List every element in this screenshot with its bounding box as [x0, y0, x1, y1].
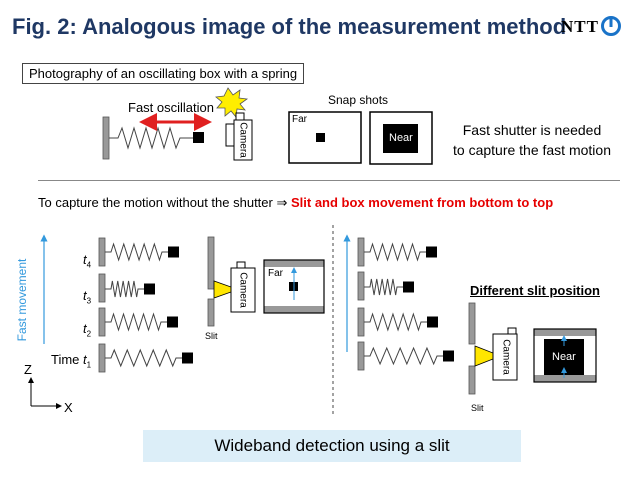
- left-slit-icon: [207, 236, 232, 327]
- left-spring-icon-4: [105, 242, 168, 262]
- t4-label: t4: [83, 252, 92, 270]
- section-separator: [38, 180, 620, 181]
- left-camera-icon: [230, 261, 256, 313]
- caption-box: Wideband detection using a slit: [143, 430, 521, 462]
- top-section-label: Photography of an oscillating box with a…: [22, 63, 305, 84]
- capture-highlight: Slit and box movement from bottom to top: [290, 195, 554, 210]
- right-spring-icon-2: [364, 312, 427, 332]
- left-wall-icon-1: [98, 343, 106, 373]
- capture-statement: To capture the motion without the shutte…: [38, 195, 553, 211]
- left-camera-label: Camera: [237, 272, 249, 308]
- right-camera-label: Camera: [500, 339, 512, 375]
- left-spring-icon-2: [105, 312, 167, 332]
- right-near-frame: [533, 328, 597, 383]
- shutter-note-line1: Fast shutter is needed: [462, 122, 602, 138]
- left-spring-icon-1: [105, 348, 182, 368]
- left-slit-label: Slit: [205, 331, 218, 341]
- near-snapshot-box-icon: [383, 124, 418, 153]
- right-near-label: Near: [552, 351, 576, 363]
- left-box-icon-2: [167, 316, 178, 328]
- axis-x-label: X: [64, 400, 73, 415]
- right-spring-icon-3: [364, 278, 403, 296]
- right-box-icon-3: [403, 281, 414, 293]
- capture-prefix: To capture the motion without the shutte…: [38, 195, 291, 210]
- left-wall-icon-3: [98, 273, 106, 303]
- t2-label: t2: [83, 321, 92, 339]
- page-title: Fig. 2: Analogous image of the measureme…: [12, 14, 567, 39]
- right-box-icon-4: [426, 246, 437, 258]
- zx-axes-icon: [28, 377, 62, 409]
- top-wall-icon: [102, 116, 110, 160]
- right-wall-icon-3: [357, 271, 365, 301]
- left-wall-icon-4: [98, 237, 106, 267]
- t3-label: t3: [83, 288, 92, 306]
- shutter-note-line2: to capture the fast motion: [453, 142, 611, 158]
- top-camera-label: Camera: [237, 122, 249, 158]
- right-slit-icon: [468, 302, 494, 395]
- top-spring-icon: [109, 126, 193, 150]
- fast-movement-label: Fast movement: [15, 258, 29, 342]
- near-label: Near: [389, 132, 413, 144]
- left-box-icon-4: [168, 246, 179, 258]
- different-slit-label: Different slit position: [470, 283, 600, 298]
- fast-oscillation-label: Fast oscillation: [128, 100, 214, 115]
- right-wall-icon-4: [357, 237, 365, 267]
- top-box-icon: [193, 132, 204, 143]
- shutter-note: Fast shutter is needed to capture the fa…: [432, 120, 632, 160]
- right-spring-icon-1: [364, 346, 443, 366]
- left-spring-icon-3: [105, 280, 144, 298]
- right-wall-icon-2: [357, 307, 365, 337]
- snap-shots-label: Snap shots: [328, 93, 389, 107]
- right-box-icon-1: [443, 350, 454, 362]
- left-box-icon-1: [182, 352, 193, 364]
- t1-label: Time t1: [51, 352, 92, 370]
- far-snapshot-box-icon: [316, 133, 325, 142]
- ntt-logo-text: NTT: [561, 17, 599, 36]
- right-box-icon-2: [427, 316, 438, 328]
- right-spring-icon-4: [364, 242, 426, 262]
- right-camera-icon: [492, 327, 518, 381]
- far-label: Far: [292, 114, 307, 125]
- right-slit-label: Slit: [471, 403, 484, 413]
- ntt-logo-icon: [601, 16, 621, 36]
- left-wall-icon-2: [98, 307, 106, 337]
- right-wall-icon-1: [357, 341, 365, 371]
- left-far-label: Far: [268, 268, 283, 279]
- left-far-frame: [263, 259, 325, 314]
- top-camera-icon: [225, 112, 253, 161]
- left-box-icon-3: [144, 283, 155, 295]
- axis-z-label: Z: [24, 362, 32, 377]
